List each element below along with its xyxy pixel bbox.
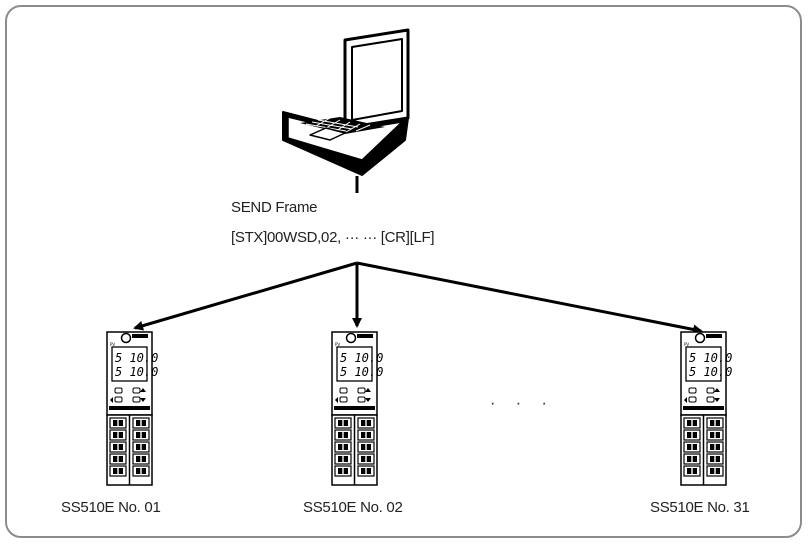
controller-device-31 bbox=[680, 331, 734, 486]
controller-device-02 bbox=[331, 331, 385, 486]
laptop-icon bbox=[282, 28, 410, 176]
send-frame-title: SEND Frame bbox=[231, 199, 318, 216]
send-frame-data: [STX]00WSD,02, ··· ··· [CR][LF] bbox=[231, 229, 435, 246]
controller-device-01 bbox=[106, 331, 160, 486]
arrow-to-device-1 bbox=[133, 261, 358, 331]
device-label-31: SS510E No. 31 bbox=[650, 499, 750, 516]
more-devices-ellipsis: · · · bbox=[490, 395, 555, 412]
device-label-01: SS510E No. 01 bbox=[61, 499, 161, 516]
arrow-to-device-31 bbox=[356, 261, 703, 335]
device-label-02: SS510E No. 02 bbox=[303, 499, 403, 516]
